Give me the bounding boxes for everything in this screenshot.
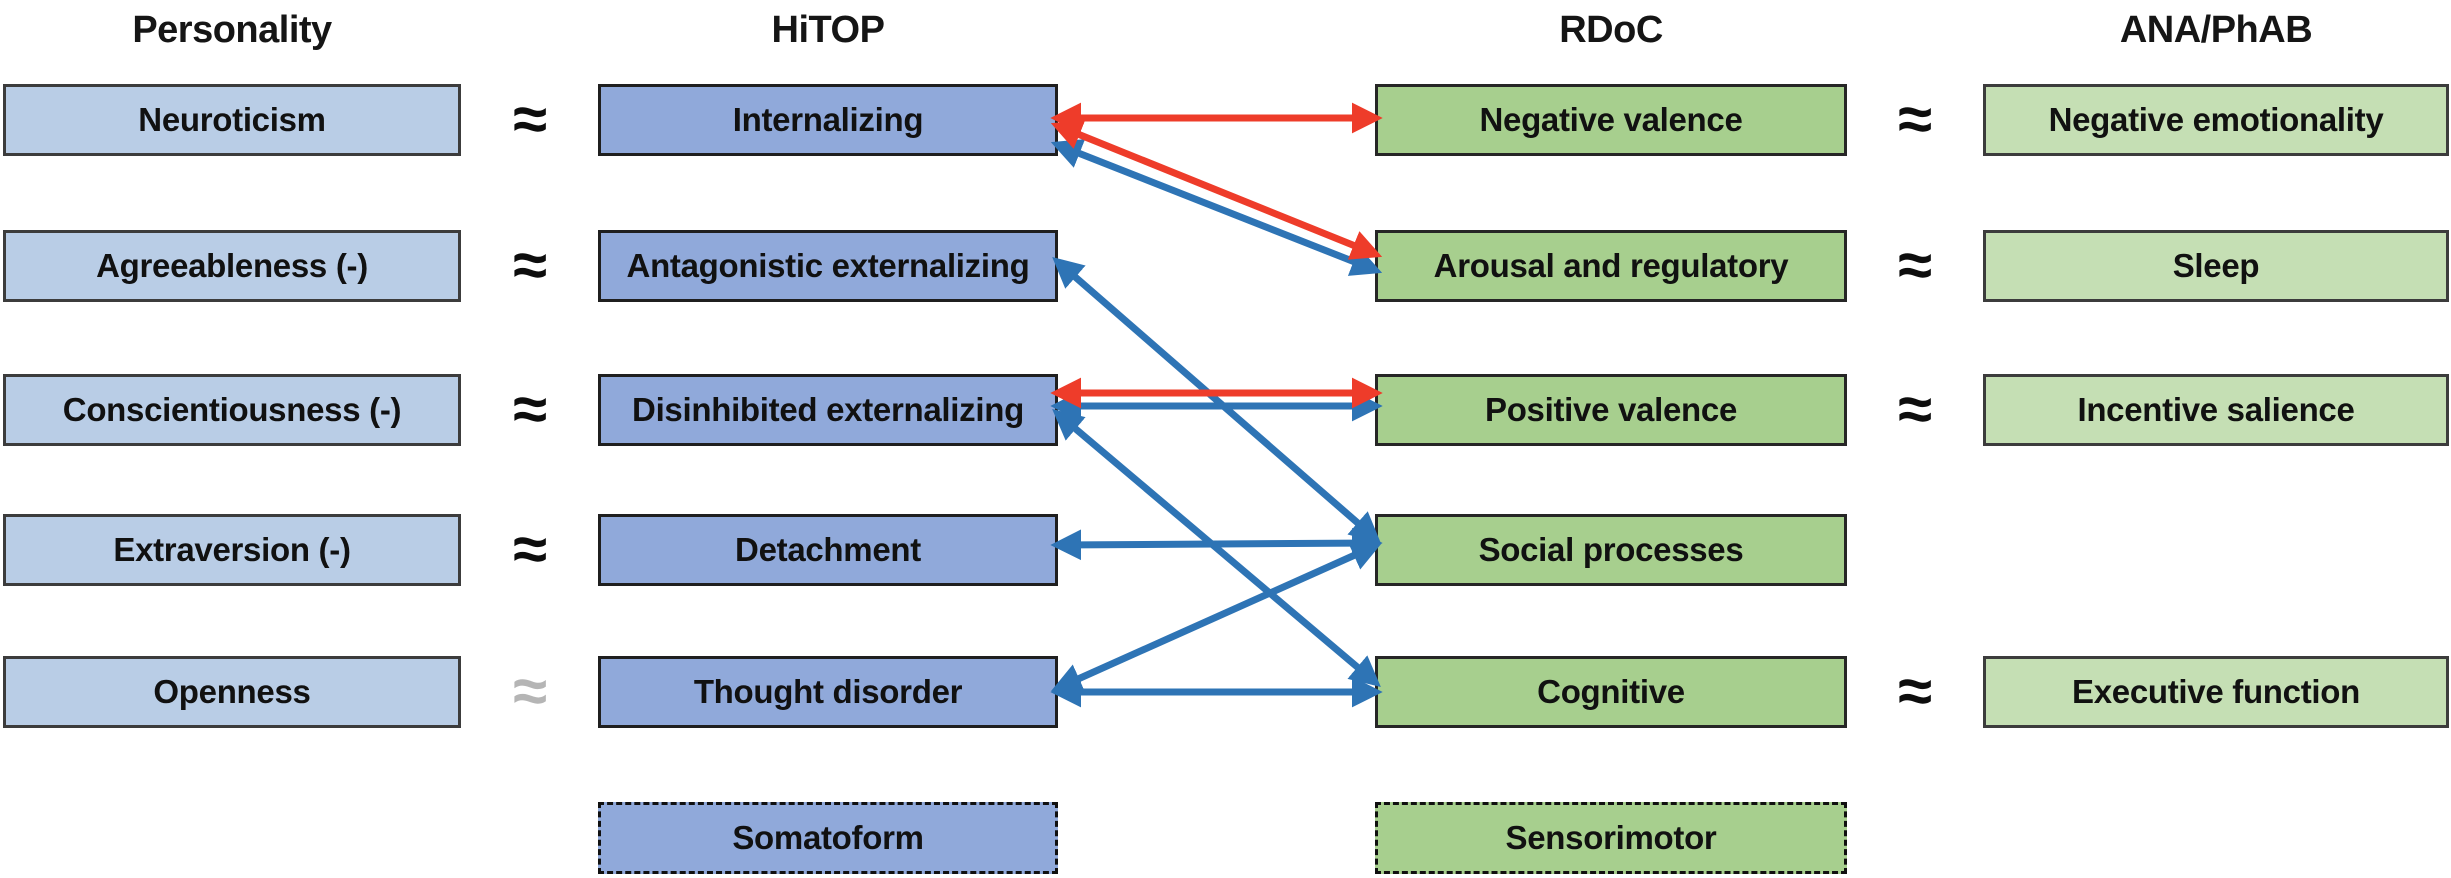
- node-positive-valence: Positive valence: [1375, 374, 1847, 446]
- node-antagonistic-externalizing: Antagonistic externalizing: [598, 230, 1058, 302]
- node-negative-emotionality: Negative emotionality: [1983, 84, 2449, 156]
- node-extraversion: Extraversion (-): [3, 514, 461, 586]
- connection-internalizing-arousal-regulatory-red: [1050, 120, 1383, 260]
- node-conscientiousness: Conscientiousness (-): [3, 374, 461, 446]
- node-arousal-and-regulatory: Arousal and regulatory: [1375, 230, 1847, 302]
- approx-symbol-openness-thought-disorder: ≈: [512, 657, 548, 726]
- approx-symbol-positive-valence-incentive-salience: ≈: [1897, 375, 1933, 444]
- node-detachment: Detachment: [598, 514, 1058, 586]
- approx-symbol-arousal-sleep: ≈: [1897, 231, 1933, 300]
- node-disinhibited-externalizing: Disinhibited externalizing: [598, 374, 1058, 446]
- approx-symbol-neuroticism-internalizing: ≈: [512, 85, 548, 154]
- connection-antagonistic-externalizing-social-processes-blue: [1052, 256, 1381, 544]
- approx-symbol-agreeableness-antagonistic: ≈: [512, 231, 548, 300]
- node-thought-disorder: Thought disorder: [598, 656, 1058, 728]
- connection-detachment-social-processes-blue: [1050, 527, 1383, 561]
- connection-disinhibited-externalizing-cognitive-blue: [1052, 409, 1381, 687]
- approx-symbol-conscientiousness-disinhibited: ≈: [512, 375, 548, 444]
- node-incentive-salience: Incentive salience: [1983, 374, 2449, 446]
- column-header-ana-phab: ANA/PhAB: [2119, 8, 2313, 51]
- node-cognitive: Cognitive: [1375, 656, 1847, 728]
- node-sensorimotor: Sensorimotor: [1375, 802, 1847, 874]
- column-header-hitop: HiTOP: [771, 8, 885, 51]
- node-neuroticism: Neuroticism: [3, 84, 461, 156]
- node-executive-function: Executive function: [1983, 656, 2449, 728]
- node-openness: Openness: [3, 656, 461, 728]
- connection-thought-disorder-social-processes-blue: [1050, 541, 1383, 693]
- connection-internalizing-arousal-regulatory-blue: [1050, 139, 1383, 276]
- approx-symbol-cognitive-executive-function: ≈: [1897, 657, 1933, 726]
- node-internalizing: Internalizing: [598, 84, 1058, 156]
- column-header-rdoc: RDoC: [1559, 8, 1663, 51]
- node-social-processes: Social processes: [1375, 514, 1847, 586]
- node-agreeableness: Agreeableness (-): [3, 230, 461, 302]
- column-header-personality: Personality: [132, 8, 332, 51]
- approx-symbol-negative-valence-negative-emotionality: ≈: [1897, 85, 1933, 154]
- approx-symbol-extraversion-detachment: ≈: [512, 515, 548, 584]
- node-negative-valence: Negative valence: [1375, 84, 1847, 156]
- node-somatoform: Somatoform: [598, 802, 1058, 874]
- node-sleep: Sleep: [1983, 230, 2449, 302]
